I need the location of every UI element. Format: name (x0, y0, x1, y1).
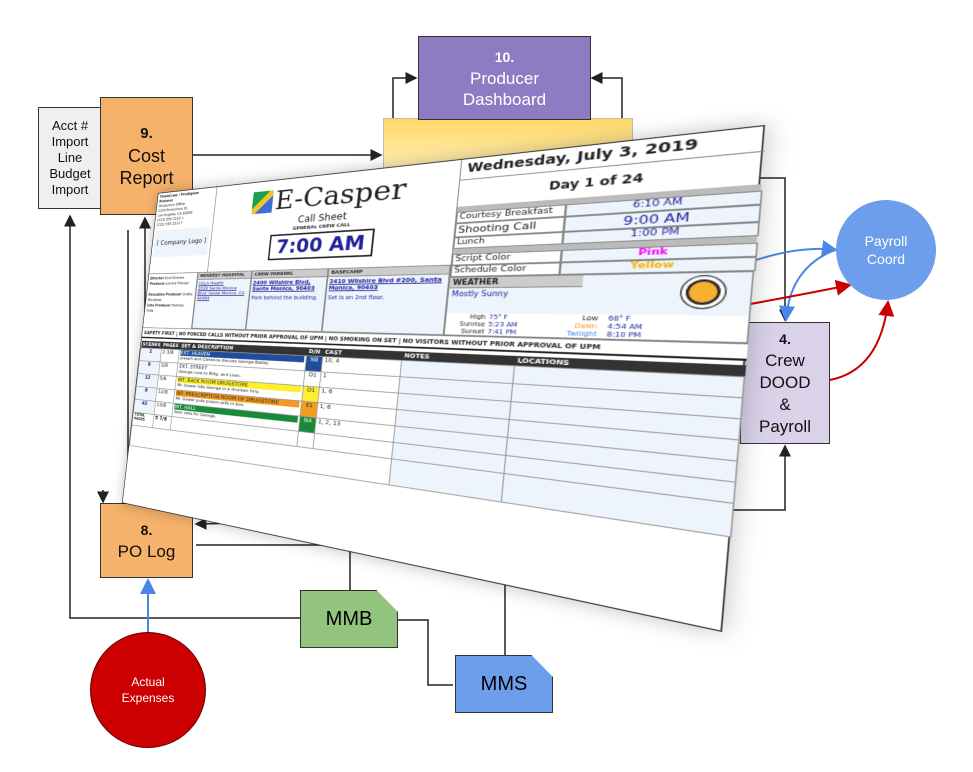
scene-pages: 2/8 (158, 362, 178, 376)
payroll-coord-circle[interactable]: Payroll Coord (836, 200, 936, 300)
po-log-label: PO Log (118, 541, 176, 562)
actual-expenses-label: Actual (131, 674, 164, 690)
cost-report-number: 9. (140, 123, 153, 145)
hospital-link[interactable]: UCLA Health2020 Santa Monica Blvd, Santa… (195, 279, 250, 303)
dood-label: Payroll (759, 416, 811, 438)
scene-schedule: SCENESPAGESSET & DESCRIPTIOND/NCASTNOTES… (129, 341, 746, 538)
payroll-coord-label: Coord (867, 250, 905, 268)
producer-dashboard-label: Dashboard (463, 89, 546, 110)
acct-import-box[interactable]: Acct # Import Line Budget Import (38, 107, 102, 209)
sunset-label: Sunset (445, 327, 485, 335)
actual-expenses-label: Expenses (122, 690, 175, 706)
ecasper-logo-icon (251, 190, 274, 214)
sun-icon (685, 279, 722, 305)
dood-number: 4. (779, 328, 791, 350)
scene-dn: D1 (303, 371, 321, 387)
po-log-number: 8. (141, 520, 153, 541)
producer-dashboard-label: Producer (470, 68, 539, 89)
crew-person: Line Producer Herman Fults (146, 303, 192, 314)
scene-number: 2 (139, 348, 161, 362)
cost-report-label: Report (119, 167, 173, 189)
mmb-label: MMB (326, 608, 373, 631)
crew-person: Executive Producer Gretta Morphew (148, 292, 194, 303)
fax: (213) 555-1212 f (156, 221, 182, 227)
acct-line: Budget (49, 166, 90, 182)
producer-dashboard-box[interactable]: 10. Producer Dashboard (418, 36, 591, 120)
payroll-coord-label: Payroll (865, 232, 908, 250)
basecamp-note: Set is on 2nd floor. (326, 292, 447, 303)
scene-dn: E1 (300, 401, 318, 418)
dood-label: DOOD (760, 372, 811, 394)
company-logo: [ Company Logo ] (153, 227, 210, 258)
dood-label: & (779, 394, 790, 416)
acct-line: Import (52, 134, 89, 150)
acct-line: Import (52, 182, 89, 198)
dood-label: Crew (765, 350, 805, 372)
scene-dn: D1 (302, 386, 320, 403)
scene-pages: 2 3/8 (160, 349, 180, 363)
acct-line: Acct # (52, 118, 88, 134)
crew-person: Producer Lorrine Franqui (149, 281, 194, 287)
crew-call-time: 7:00 AM (268, 228, 375, 260)
scene-dn: N8 (305, 356, 323, 372)
company-info: ThinkCrew / Prodigium Pictures Productio… (149, 187, 217, 274)
basecamp-address[interactable]: 2410 Wilshire Blvd #200, Santa Monica, 9… (327, 274, 449, 293)
cost-report-label: Cost (128, 145, 165, 167)
sunset-time: 7:41 PM (484, 328, 531, 336)
crew-dood-payroll-box[interactable]: 4. Crew DOOD & Payroll (740, 322, 830, 444)
producer-dashboard-number: 10. (495, 47, 514, 68)
acct-line: Line (58, 150, 83, 166)
mmb-document[interactable]: MMB (300, 590, 398, 648)
parking-address[interactable]: 2400 Wilshire Blvd, Santa Monica, 90403 (250, 277, 326, 293)
mms-document[interactable]: MMS (455, 655, 553, 713)
parking-note: Park behind the building. (249, 293, 325, 303)
actual-expenses-circle[interactable]: Actual Expenses (90, 632, 206, 748)
mms-label: MMS (481, 673, 528, 696)
